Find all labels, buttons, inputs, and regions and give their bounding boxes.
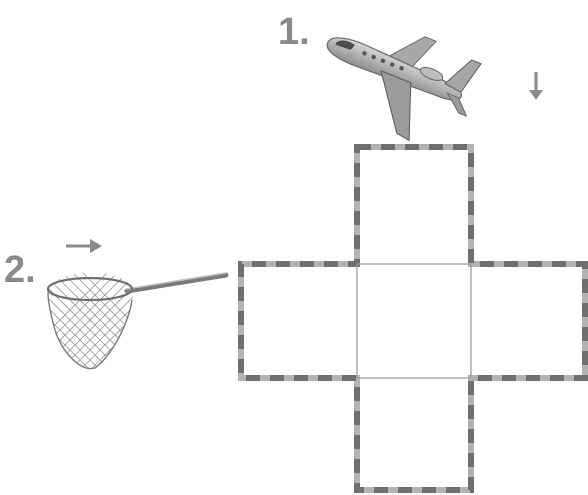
right-arrow-icon [66,239,102,253]
cube-net [238,144,588,493]
down-arrow-icon [529,72,543,100]
step-1-label: 1. [278,11,310,53]
airplane-icon [326,36,482,142]
butterfly-net-icon [46,271,229,370]
step-2-label: 2. [4,249,36,291]
